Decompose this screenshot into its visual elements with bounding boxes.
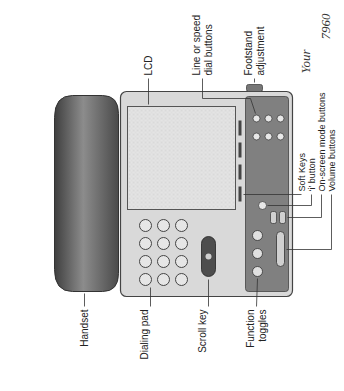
part-label: LCD [142,15,154,75]
handset-shape [54,95,118,291]
part-label: Soft Keys [296,86,306,191]
footstand-knob [246,84,262,91]
label-slot: ‘i’ button [306,86,316,191]
volume-rocker [276,231,284,266]
label-slot: 7960 [318,3,333,39]
part-label: Volume buttons [326,86,336,191]
part-label: On-screen mode buttons [316,86,326,191]
scroll-key-center [205,253,211,259]
scroll-key [201,236,215,276]
part-label: Scroll key [196,309,208,361]
part-label: Handset [78,309,90,367]
dialing-pad [139,219,187,285]
part-label: Function toggles [244,309,267,361]
phone-body [120,91,292,296]
label-slot: Your [298,39,313,73]
label-slot: Handset [78,309,90,367]
label-slot: Line or speed dial buttons [190,5,213,75]
label-slot: On-screen mode buttons [316,86,326,191]
label-slot: Footstand adjustment [242,11,265,75]
label-slot: Volume buttons [326,86,336,191]
part-label: Footstand adjustment [242,11,265,75]
mode-buttons [270,211,285,223]
label-slot: Scroll key [196,309,208,361]
i-button [258,201,266,209]
leader-lines [84,78,331,306]
soft-keys [238,120,241,201]
label-slot: Soft Keys [296,86,306,191]
page-header: Your [298,39,313,73]
label-slot: Function toggles [244,309,267,361]
button-panel [245,96,288,291]
part-label: Dialing pad [138,309,150,361]
lcd-screen [127,106,235,209]
page-header: 7960 [318,3,333,39]
label-slot: LCD [142,15,154,75]
function-toggles [252,230,262,276]
part-label: Line or speed dial buttons [190,5,213,75]
part-label: ‘i’ button [306,86,316,191]
label-slot: Dialing pad [138,309,150,361]
line-buttons [253,115,284,140]
